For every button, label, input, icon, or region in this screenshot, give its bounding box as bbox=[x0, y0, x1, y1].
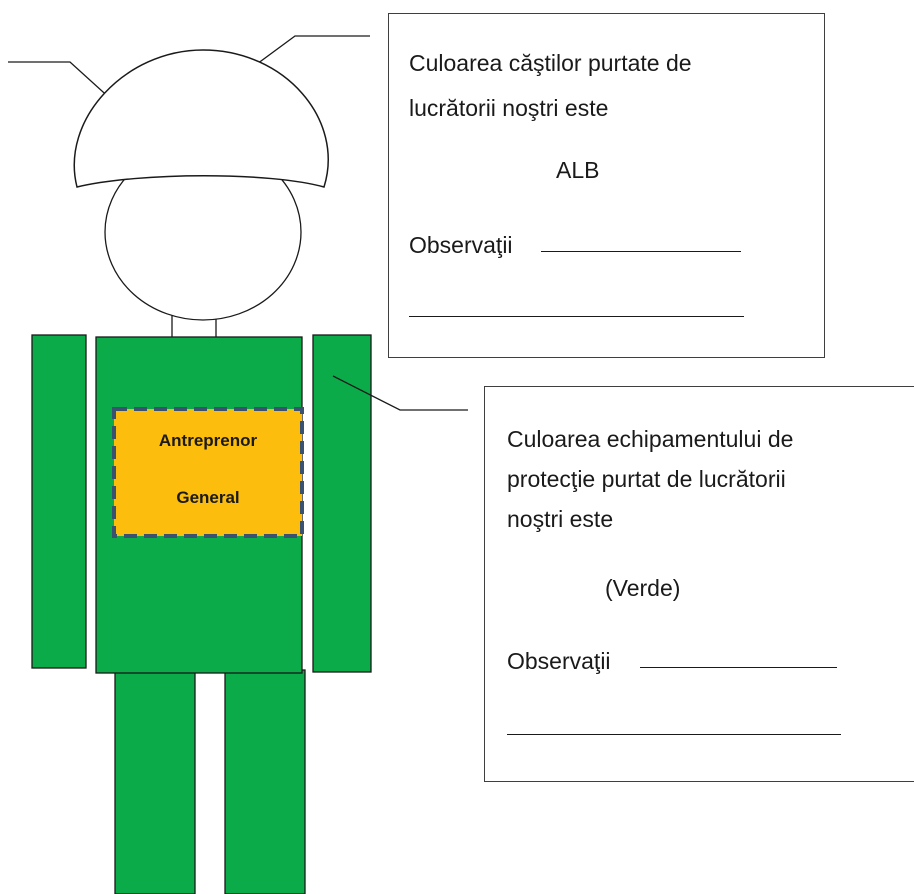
worker-left-arm bbox=[31, 334, 87, 669]
equipment-observations-blank-1 bbox=[640, 667, 837, 668]
equipment-leader-line bbox=[332, 375, 468, 411]
badge-line-2: General bbox=[176, 488, 240, 507]
equipment-observations-blank-2 bbox=[507, 734, 841, 735]
worker-left-leg bbox=[114, 669, 196, 894]
chest-badge bbox=[112, 407, 304, 538]
helmet-observations-label: Observaţii bbox=[409, 232, 513, 258]
equipment-text-line-1: Culoarea echipamentului de bbox=[507, 426, 794, 452]
equipment-text-line-3: noştri este bbox=[507, 506, 614, 532]
helmet-color-box: Culoarea căştilor purtate de lucrătorii … bbox=[388, 13, 825, 358]
worker-right-arm bbox=[312, 334, 372, 673]
worker-helmet bbox=[73, 49, 329, 188]
equipment-color-box: Culoarea echipamentului de protecţie pur… bbox=[484, 386, 914, 782]
equipment-color-value: (Verde) bbox=[605, 575, 681, 601]
helmet-text-line-1: Culoarea căştilor purtate de bbox=[409, 50, 692, 76]
helmet-observations-blank-1 bbox=[541, 251, 741, 252]
equipment-observations-label: Observaţii bbox=[507, 648, 611, 674]
helmet-observations-blank-2 bbox=[409, 316, 744, 317]
badge-line-1: Antreprenor bbox=[158, 431, 258, 450]
worker-right-leg bbox=[224, 669, 306, 894]
helmet-color-value: ALB bbox=[556, 157, 600, 183]
helmet-text-line-2: lucrătorii noştri este bbox=[409, 95, 609, 121]
equipment-text-line-2: protecţie purtat de lucrătorii bbox=[507, 466, 786, 492]
